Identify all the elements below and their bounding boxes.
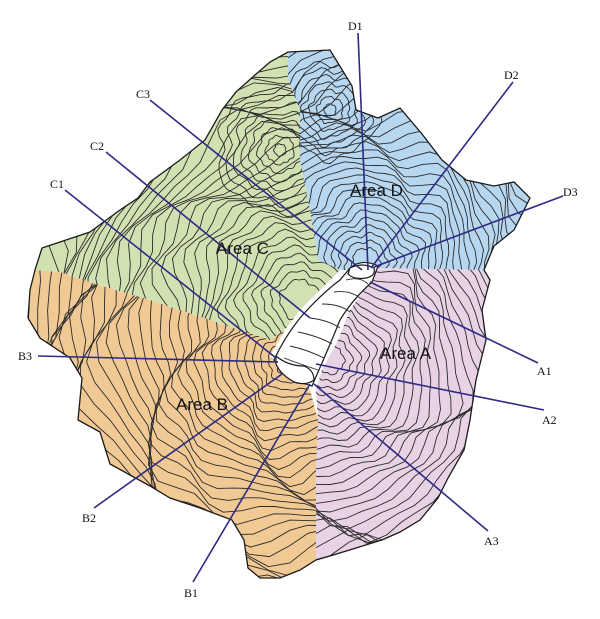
section-line-b2 [93, 373, 283, 509]
section-line-b1 [192, 383, 311, 583]
section-line-d3 [373, 195, 564, 268]
cross-section-lines [37, 32, 564, 583]
label-b3: B3 [18, 349, 32, 363]
section-labels: D1 D2 D3 C3 C2 C1 B3 B2 B1 A3 A2 A1 [18, 19, 578, 600]
label-c1: C1 [50, 177, 64, 191]
label-d2: D2 [504, 68, 519, 82]
label-a3: A3 [484, 534, 499, 548]
area-c-label: Area C [216, 239, 269, 258]
label-c3: C3 [136, 87, 150, 101]
label-d3: D3 [563, 185, 578, 199]
area-d-label: Area D [350, 181, 403, 200]
section-line-b3 [37, 355, 279, 363]
section-line-a3 [313, 383, 489, 532]
area-a-label: Area A [380, 344, 432, 363]
label-a2: A2 [542, 413, 557, 427]
section-line-c2 [105, 151, 311, 319]
section-line-d1 [357, 32, 369, 271]
area-b-label: Area B [176, 395, 228, 414]
catchment-outline [27, 49, 531, 579]
section-line-c3 [149, 99, 363, 271]
section-line-a1 [369, 281, 539, 364]
label-c2: C2 [90, 139, 104, 153]
area-labels: Area D Area C Area A Area B [176, 181, 432, 414]
section-line-c1 [64, 189, 277, 359]
label-d1: D1 [348, 19, 363, 33]
label-b2: B2 [82, 511, 96, 525]
label-a1: A1 [537, 364, 552, 378]
section-line-a2 [315, 363, 545, 411]
label-b1: B1 [184, 586, 198, 600]
section-line-d2 [370, 81, 514, 269]
